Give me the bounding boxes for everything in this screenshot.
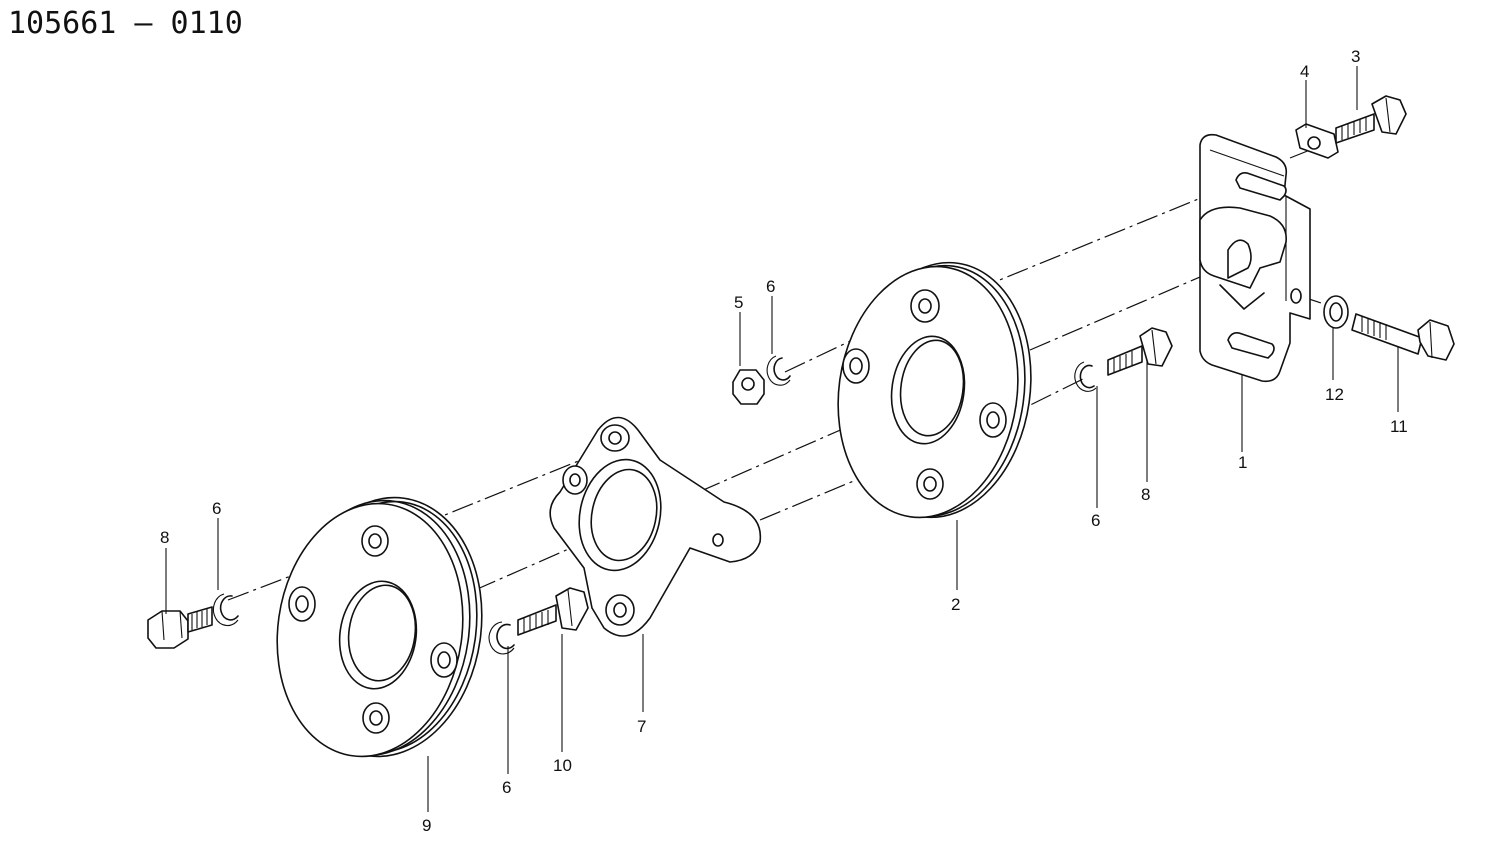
mounting-bracket [1199, 133, 1311, 383]
callout-6-bottom: 6 [502, 778, 511, 797]
callout-6-right: 6 [1091, 511, 1100, 530]
flange-bolt [1351, 313, 1455, 361]
callout-7: 7 [637, 717, 646, 736]
lock-washer-right [1074, 361, 1097, 392]
callout-1: 1 [1238, 453, 1247, 472]
callout-labels: 3 4 5 6 1 12 11 6 8 2 6 8 6 10 7 9 [160, 47, 1408, 835]
leader-lines [165, 66, 1399, 812]
callout-2: 2 [951, 595, 960, 614]
flat-washer [1323, 295, 1349, 329]
diagram-number: 105661 — 0110 [8, 6, 243, 41]
callout-11: 11 [1390, 417, 1408, 436]
callout-8-left: 8 [160, 528, 169, 547]
hex-bolt-left [147, 606, 213, 649]
callout-9: 9 [422, 816, 431, 835]
callout-3: 3 [1351, 47, 1360, 66]
callout-4: 4 [1300, 62, 1309, 81]
hex-bolt-top [1335, 95, 1407, 144]
callout-8-right: 8 [1141, 485, 1150, 504]
hex-bolt-center [517, 587, 589, 636]
callout-12: 12 [1325, 385, 1344, 404]
flange-plate-left [276, 496, 483, 758]
lock-washer-center [488, 621, 515, 655]
callout-5: 5 [734, 293, 743, 312]
flange-housing [549, 416, 762, 637]
flange-plate-right [837, 261, 1032, 519]
hex-bolt-right [1107, 327, 1173, 376]
lock-washer-left [212, 593, 239, 627]
callout-10: 10 [553, 756, 572, 775]
lock-washer-top [766, 355, 791, 386]
hex-nut [732, 369, 765, 405]
callout-6-left: 6 [212, 499, 221, 518]
callout-6-top: 6 [766, 277, 775, 296]
